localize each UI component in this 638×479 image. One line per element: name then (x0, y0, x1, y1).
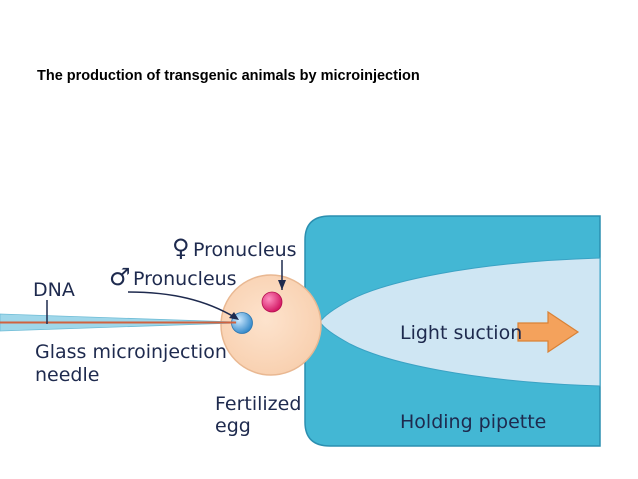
egg-label-line1: Fertilized (215, 393, 301, 415)
egg-cell (220, 274, 322, 376)
male-pronucleus-pointer (127, 291, 239, 320)
holding-pipette (304, 215, 601, 447)
male-symbol: ♂ (109, 263, 131, 291)
egg-label-line2: egg (215, 415, 251, 437)
female-symbol: ♀ (172, 234, 190, 262)
female-pronucleus (261, 291, 283, 313)
female-pronucleus-label: Pronucleus (193, 239, 297, 261)
holding-pipette-label: Holding pipette (400, 411, 546, 433)
male-pronucleus-label: Pronucleus (133, 268, 237, 290)
needle-label-line2: needle (35, 364, 99, 386)
fertilized-egg (220, 274, 322, 376)
light-suction-label: Light suction (400, 322, 522, 344)
suction-arrow (517, 310, 580, 354)
female-pronucleus-pointer (278, 260, 286, 290)
dna-label: DNA (33, 279, 75, 301)
needle-label-line1: Glass microinjection (35, 341, 227, 363)
microinjection-needle (0, 300, 237, 332)
page-title: The production of transgenic animals by … (37, 68, 420, 84)
